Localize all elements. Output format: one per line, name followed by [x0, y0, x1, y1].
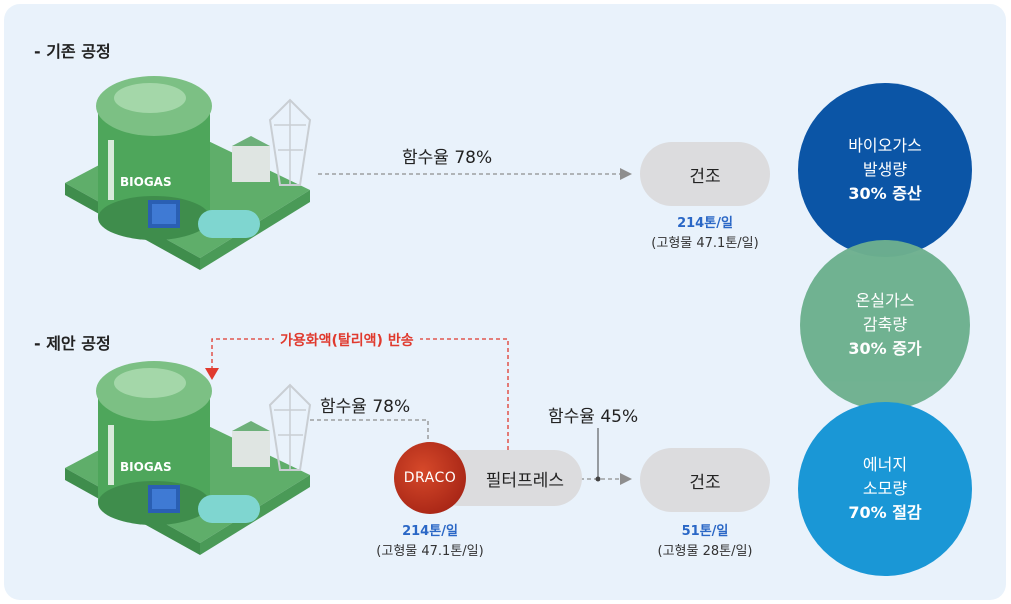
result-biogas-line3: 30% 증산 — [848, 182, 921, 206]
proposed-amount-out: 51톤/일 (고형물 28톤/일) — [630, 522, 780, 562]
existing-dry-node: 건조 — [640, 142, 770, 206]
filter-press-label: 필터프레스 — [486, 466, 564, 491]
existing-amount: 214톤/일 (고형물 47.1톤/일) — [630, 214, 780, 254]
proposed-biogas-text: BIOGAS — [120, 460, 172, 474]
existing-moisture-label: 함수율 78% — [402, 143, 492, 168]
draco-label: DRACO — [404, 466, 457, 490]
proposed-amount-in: 214톤/일 (고형물 47.1톤/일) — [355, 522, 505, 562]
proposed-amount-in-value: 214톤/일 — [355, 522, 505, 542]
result-ghg-line3: 30% 증가 — [848, 337, 921, 361]
proposed-dry-label: 건조 — [689, 468, 720, 493]
result-circle-ghg: 온실가스 감축량 30% 증가 — [800, 240, 970, 410]
result-circle-biogas: 바이오가스 발생량 30% 증산 — [798, 83, 972, 257]
result-energy-line3: 70% 절감 — [848, 501, 921, 525]
result-energy-line2: 소모량 — [863, 477, 907, 501]
existing-dry-label: 건조 — [689, 162, 720, 187]
proposed-amount-out-value: 51톤/일 — [630, 522, 780, 542]
proposed-solid-in-value: (고형물 47.1톤/일) — [355, 542, 505, 562]
result-ghg-line2: 감축량 — [863, 313, 907, 337]
result-circle-energy: 에너지 소모량 70% 절감 — [798, 402, 972, 576]
result-energy-line1: 에너지 — [863, 453, 907, 477]
result-ghg-line1: 온실가스 — [856, 289, 915, 313]
existing-solid-value: (고형물 47.1톤/일) — [630, 234, 780, 254]
proposed-moisture-out-label: 함수율 45% — [548, 402, 638, 427]
draco-logo: DRACO — [394, 442, 466, 514]
existing-amount-value: 214톤/일 — [630, 214, 780, 234]
result-biogas-line1: 바이오가스 — [848, 134, 922, 158]
proposed-dry-node: 건조 — [640, 448, 770, 512]
return-label: 가용화액(탈리액) 반송 — [274, 330, 420, 350]
result-biogas-line2: 발생량 — [863, 158, 907, 182]
proposed-solid-out-value: (고형물 28톤/일) — [630, 542, 780, 562]
proposed-moisture-in-label: 함수율 78% — [320, 392, 410, 417]
